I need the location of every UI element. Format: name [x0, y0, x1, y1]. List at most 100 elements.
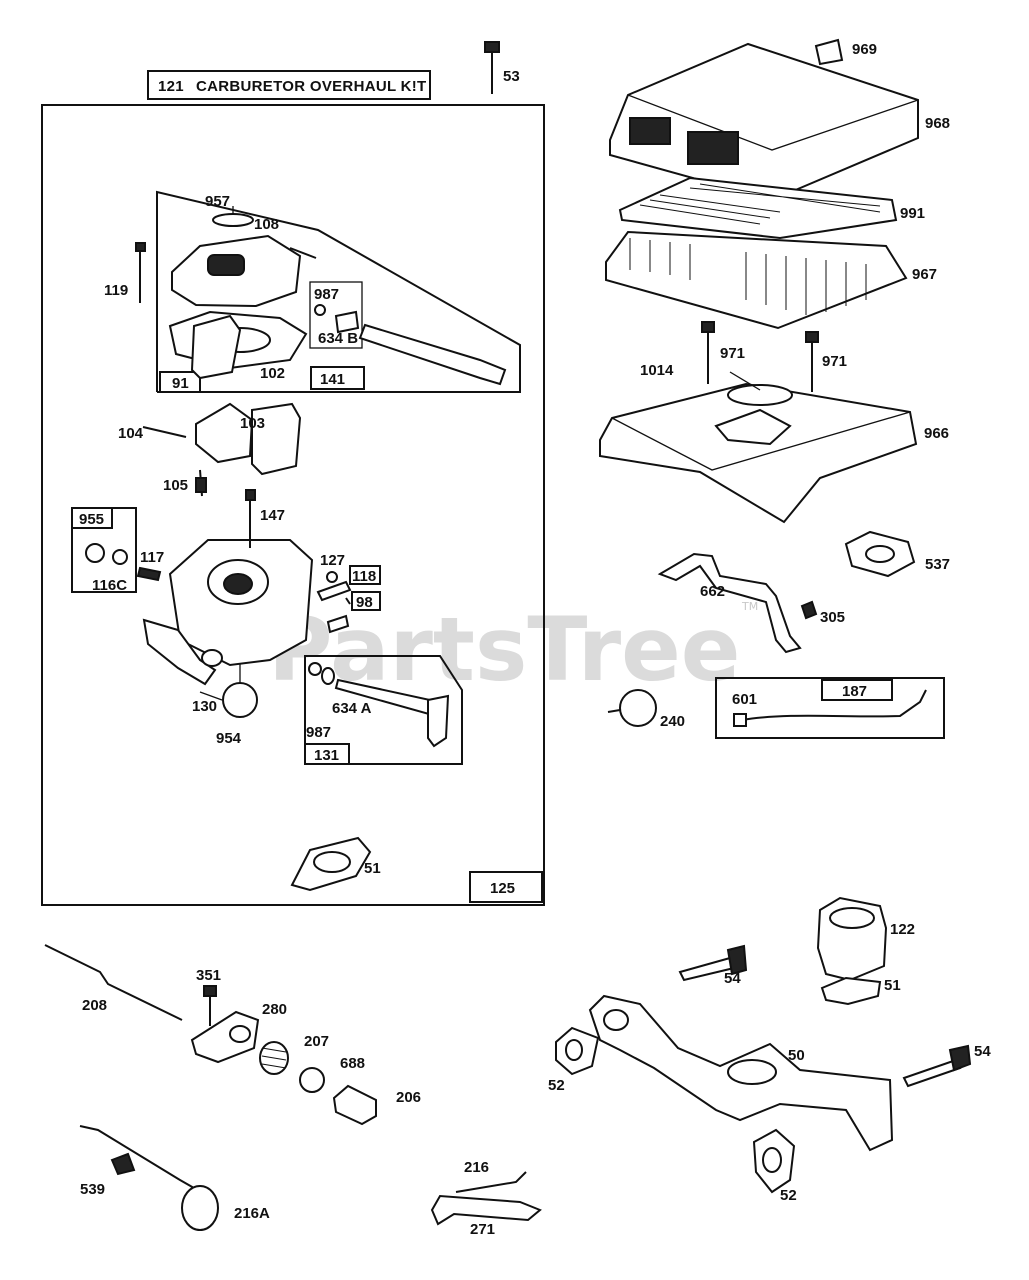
callout-954: 954 [216, 730, 242, 747]
bolt-54-b-head [948, 1044, 972, 1072]
pre-cleaner-991 [618, 176, 898, 240]
gasket-51-kit-hole [313, 851, 351, 873]
callout-52-b: 52 [780, 1187, 797, 1204]
watermark-trademark: TM [741, 600, 758, 613]
box-141 [310, 366, 365, 390]
screw-53-head [484, 41, 500, 53]
callout-634b: 634 B [318, 330, 358, 347]
callout-54-b: 54 [974, 1043, 991, 1060]
callout-117: 117 [140, 549, 164, 566]
callout-51-b: 51 [884, 977, 901, 994]
box-118 [349, 565, 381, 585]
ball-127 [326, 571, 338, 583]
lever-271 [430, 1194, 542, 1226]
callout-271: 271 [470, 1221, 495, 1238]
bushing-634a [321, 667, 335, 685]
bracket-280 [190, 1010, 260, 1064]
throttle-lever [427, 694, 450, 748]
gasket-108 [212, 213, 254, 227]
callout-957: 957 [205, 193, 230, 210]
filter-element-967 [605, 230, 908, 330]
box-label-141: 141 [320, 371, 345, 388]
screw-971-b-head [805, 331, 819, 343]
carburetor-kit-frame [41, 104, 545, 906]
spring-98 [326, 614, 350, 634]
seal-987a [314, 304, 326, 316]
air-cleaner-base-966 [599, 382, 918, 524]
screw-147-head [245, 489, 256, 501]
screw-351-head [203, 985, 217, 997]
callout-207: 207 [304, 1033, 329, 1050]
intake-manifold-50-inlet [603, 1009, 629, 1031]
callout-130: 130 [192, 698, 217, 715]
callout-280: 280 [262, 1001, 287, 1018]
kit-number: 121 [158, 78, 184, 95]
spring-216a-loop [181, 1185, 219, 1231]
fuel-line-601-fitting [733, 713, 747, 727]
throttle-shaft-141 [358, 323, 507, 386]
washer-688 [299, 1067, 325, 1093]
cover-968-latch-right [687, 131, 739, 165]
box-187 [821, 679, 893, 701]
base-966-breather [714, 408, 792, 446]
cover-968-latch-left [629, 117, 671, 145]
kit-title: CARBURETOR OVERHAUL K!T [196, 78, 427, 95]
fuel-inlet-fitting [201, 649, 223, 667]
float-103-left [190, 314, 242, 380]
seal-987b [308, 662, 322, 676]
gasket-51-b [820, 976, 882, 1006]
bushing-634b [334, 310, 360, 334]
breather-240-stem [607, 709, 621, 713]
base-966-inner-edge [611, 411, 911, 471]
bracket-280-hole [229, 1025, 251, 1043]
choke-linkage [289, 247, 317, 259]
box-955 [71, 507, 113, 529]
filter-element-967-pleats [629, 238, 867, 315]
callout-54-a: 54 [724, 970, 741, 987]
leader-lines [199, 206, 761, 701]
screw-119-head [135, 242, 146, 252]
callout-50: 50 [788, 1047, 805, 1064]
bolt-54-a-head [726, 944, 748, 976]
screw-305 [800, 600, 818, 620]
callout-991: 991 [900, 205, 925, 222]
bolt-54-b [902, 1058, 962, 1088]
float-pin-104 [142, 426, 187, 438]
carburetor-upper-body-port [207, 254, 245, 276]
link-208 [44, 944, 183, 1021]
callout-1014: 1014 [640, 362, 674, 379]
callout-971-a: 971 [720, 345, 745, 362]
carburetor-venturi [223, 573, 253, 595]
callout-104: 104 [118, 425, 144, 442]
box-label-91: 91 [172, 375, 189, 392]
callout-969: 969 [852, 41, 877, 58]
callout-968: 968 [925, 115, 950, 132]
callout-119: 119 [104, 282, 128, 299]
screw-117 [136, 566, 162, 582]
gasket-kit-frame [156, 190, 521, 393]
callout-662: 662 [700, 583, 725, 600]
link-216a [79, 1125, 195, 1189]
box-label-98: 98 [356, 594, 373, 611]
cover-968-edge [627, 94, 919, 151]
callout-208: 208 [82, 997, 107, 1014]
callout-52-a: 52 [548, 1077, 565, 1094]
box-label-955: 955 [79, 511, 104, 528]
box-label-125: 125 [490, 880, 515, 897]
callout-634a: 634 A [332, 700, 372, 717]
fuel-inlet-pipe [142, 618, 217, 686]
box-label-131: 131 [314, 747, 339, 764]
callout-122: 122 [890, 921, 915, 938]
gasket-52-b-hole [762, 1147, 782, 1173]
callout-987-b: 987 [306, 724, 331, 741]
callout-108: 108 [254, 216, 279, 233]
callout-967: 967 [912, 266, 937, 283]
callout-216: 216 [464, 1159, 489, 1176]
gasket-1014 [727, 384, 793, 406]
callout-206: 206 [396, 1089, 421, 1106]
callout-53: 53 [503, 68, 520, 85]
callout-51-a: 51 [364, 860, 381, 877]
breather-240 [619, 689, 657, 727]
box-987-634b [309, 281, 363, 349]
